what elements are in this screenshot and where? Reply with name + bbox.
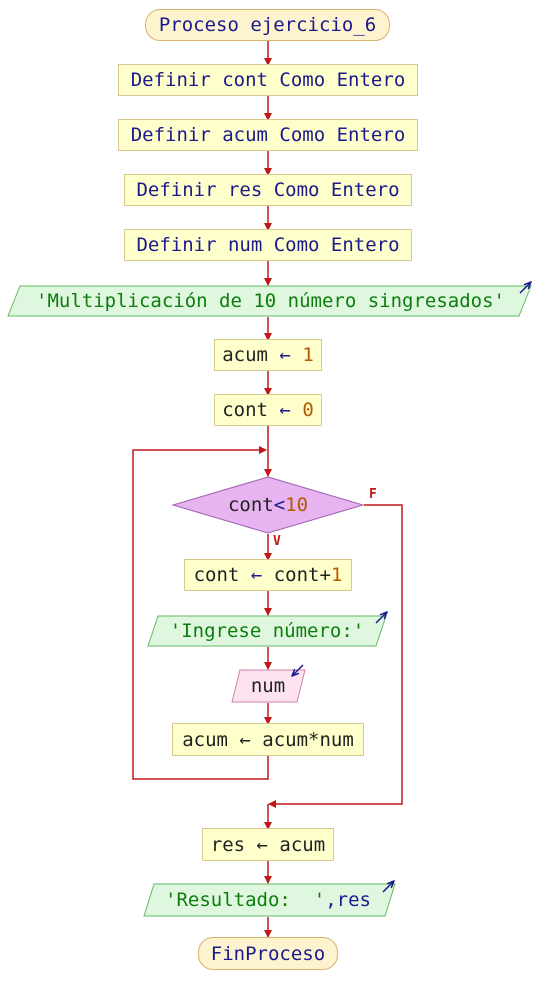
- output-separator: ,: [325, 889, 337, 911]
- output-text: 'Resultado: ': [165, 889, 326, 911]
- branch-false-label: F: [369, 487, 377, 502]
- output-var: res: [336, 889, 371, 911]
- output-shape-2: [147, 615, 387, 647]
- assign-text: acum ← acum*num: [182, 728, 354, 751]
- output-shape-3: [143, 883, 396, 917]
- output-text: 'Multiplicación de 10 número singresados…: [36, 290, 505, 312]
- output-indicator-icon: [382, 881, 394, 893]
- assign-step: acum ← 1: [214, 339, 322, 371]
- assign-arrow: ←: [279, 399, 291, 421]
- start-terminal: Proceso ejercicio_6: [145, 9, 390, 41]
- assign-result-step: res ← acum: [202, 828, 334, 861]
- assign-var: cont: [222, 399, 268, 421]
- input-text: num: [250, 675, 286, 697]
- define-label: Definir cont Como Entero: [130, 69, 406, 91]
- assign-space: [268, 344, 279, 366]
- input-indicator-icon: [292, 664, 304, 676]
- assign-space: [268, 399, 279, 421]
- output-label: 'Ingrese número:': [150, 618, 384, 644]
- define-step: Definir acum Como Entero: [118, 119, 418, 151]
- decision-diamond: [171, 476, 365, 534]
- assign-space: [239, 564, 250, 586]
- output-indicator-icon: [375, 612, 387, 624]
- assign-arrow: ←: [250, 564, 263, 586]
- assign-text: res ← acum: [210, 833, 326, 856]
- loop-increment-step: cont ← cont+1: [184, 559, 352, 591]
- define-label: Definir num Como Entero: [136, 234, 400, 256]
- end-label: FinProceso: [210, 942, 326, 965]
- condition-var: cont: [227, 494, 274, 516]
- define-step: Definir res Como Entero: [124, 174, 412, 206]
- define-label: Definir res Como Entero: [136, 179, 400, 201]
- assign-var: acum: [222, 344, 268, 366]
- condition-value: 10: [285, 494, 309, 516]
- assign-space: [291, 344, 302, 366]
- output-label: 'Resultado: ',res: [148, 886, 388, 914]
- assign-value: 1: [302, 344, 314, 366]
- assign-value: 1: [330, 564, 343, 586]
- output-indicator-icon: [519, 282, 531, 294]
- define-step: Definir num Como Entero: [124, 229, 412, 261]
- output-shape-1: [7, 285, 532, 317]
- loop-multiply-step: acum ← acum*num: [172, 723, 364, 756]
- assign-space: [291, 399, 302, 421]
- end-terminal: FinProceso: [198, 937, 338, 970]
- input-label: num: [234, 672, 302, 700]
- define-label: Definir acum Como Entero: [130, 124, 406, 146]
- loop-back-connector: [132, 446, 269, 780]
- decision-label: cont<10: [173, 492, 363, 518]
- assign-arrow: ←: [279, 344, 291, 366]
- define-step: Definir cont Como Entero: [118, 64, 418, 96]
- branch-true-label: V: [273, 534, 281, 549]
- assign-value: 0: [302, 399, 314, 421]
- assign-space: [262, 564, 273, 586]
- output-text: 'Ingrese número:': [169, 620, 365, 642]
- connector-false: [268, 504, 403, 808]
- output-label: 'Multiplicación de 10 número singresados…: [18, 288, 523, 314]
- assign-var: cont: [193, 564, 240, 586]
- condition-op: <: [273, 494, 286, 516]
- start-label: Proceso ejercicio_6: [158, 14, 377, 36]
- assign-step: cont ← 0: [214, 394, 322, 426]
- input-shape: [231, 669, 306, 703]
- assign-expr: cont+: [273, 564, 331, 586]
